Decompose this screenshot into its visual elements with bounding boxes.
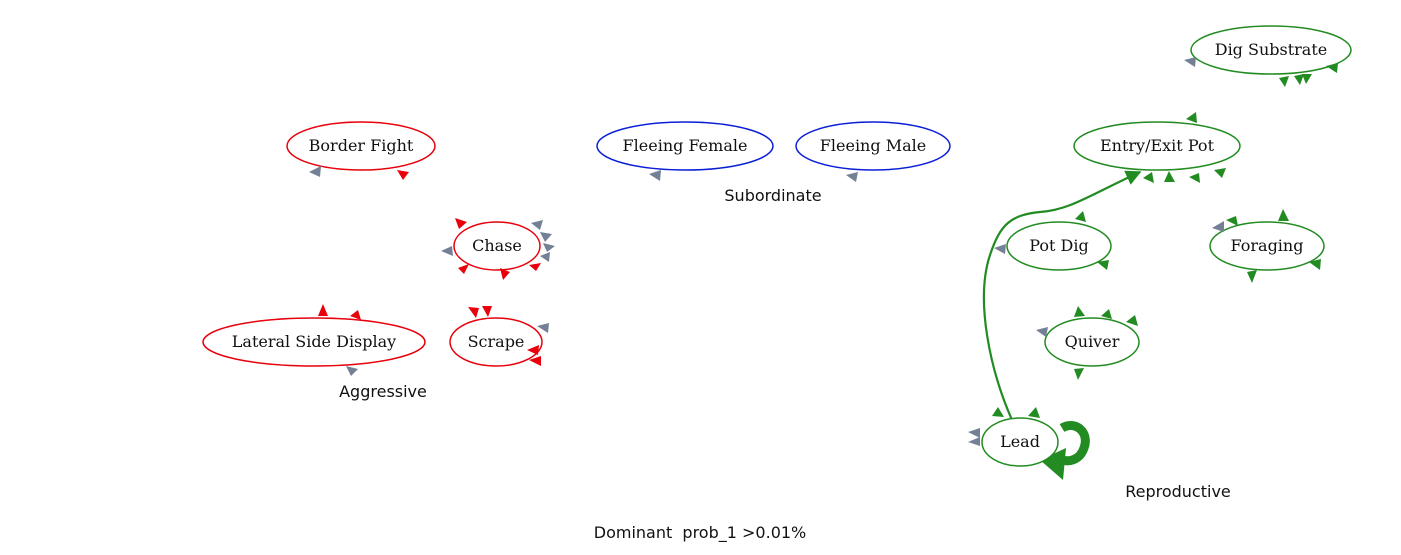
node-label: Foraging — [1231, 236, 1304, 255]
arrowhead-marker — [455, 218, 467, 229]
cluster-label-reproductive: Reproductive — [1125, 482, 1231, 501]
arrowhead-marker — [1028, 407, 1040, 418]
arrowhead-marker — [543, 243, 555, 252]
arrowhead-marker — [500, 268, 510, 280]
arrowhead-marker — [1097, 260, 1109, 270]
arrowhead-marker — [1326, 63, 1338, 73]
arrowhead-marker — [1278, 209, 1289, 221]
arrowhead-marker — [994, 244, 1006, 254]
node-fleeing-male[interactable]: Fleeing Male — [795, 121, 951, 171]
nodes: Border Fight Chase Lateral Side Display … — [202, 25, 1352, 467]
arrowhead-marker — [1302, 74, 1312, 84]
arrowhead-marker — [968, 437, 980, 446]
arrowhead-marker — [309, 166, 321, 177]
arrowhead-marker — [1184, 57, 1196, 67]
arrowhead-marker — [458, 264, 469, 274]
edges — [982, 170, 1142, 480]
node-dig-substrate[interactable]: Dig Substrate — [1190, 25, 1352, 75]
node-label: Fleeing Male — [820, 136, 926, 155]
arrowhead-marker — [529, 263, 541, 271]
arrowhead-marker — [1309, 259, 1321, 270]
arrowhead-marker — [468, 307, 479, 318]
arrowhead-marker — [540, 232, 552, 242]
diagram-caption: Dominant prob_1 >0.01% — [594, 523, 807, 543]
node-fleeing-female[interactable]: Fleeing Female — [596, 121, 774, 171]
arrowhead-marker — [1212, 221, 1224, 232]
arrowhead-marker — [1226, 216, 1238, 226]
cluster-label-aggressive: Aggressive — [339, 382, 427, 401]
node-lateral-side-display[interactable]: Lateral Side Display — [202, 317, 426, 367]
arrowhead-marker — [968, 428, 980, 438]
arrowhead-marker — [527, 345, 539, 355]
node-quiver[interactable]: Quiver — [1044, 317, 1140, 367]
node-label: Chase — [472, 236, 522, 255]
arrowhead-marker — [1189, 173, 1200, 183]
node-chase[interactable]: Chase — [453, 221, 541, 271]
arrowhead-marker — [1075, 211, 1086, 222]
arrowhead-marker — [1279, 76, 1289, 87]
arrowhead-marker — [1036, 327, 1048, 337]
arrowhead-marker — [649, 170, 661, 181]
node-label: Scrape — [468, 332, 525, 351]
node-label: Pot Dig — [1029, 236, 1088, 255]
arrowhead-marker — [441, 246, 453, 256]
node-label: Quiver — [1065, 332, 1120, 351]
node-pot-dig[interactable]: Pot Dig — [1006, 221, 1112, 271]
transition-markers — [309, 57, 1338, 446]
node-label: Lateral Side Display — [232, 332, 396, 351]
arrowhead-marker — [1143, 172, 1154, 183]
arrowhead-marker — [531, 220, 543, 230]
arrowhead-marker — [350, 310, 361, 320]
arrowhead-marker — [992, 407, 1004, 417]
arrowhead-marker — [846, 172, 858, 182]
cluster-label-subordinate: Subordinate — [724, 186, 821, 205]
arrowhead-marker — [1294, 74, 1304, 85]
node-label: Fleeing Female — [623, 136, 748, 155]
node-entry-exit-pot[interactable]: Entry/Exit Pot — [1073, 121, 1241, 171]
node-border-fight[interactable]: Border Fight — [286, 121, 436, 171]
node-label: Dig Substrate — [1215, 40, 1328, 59]
arrowhead-marker — [1126, 315, 1138, 326]
arrowhead-marker — [529, 356, 541, 366]
node-label: Lead — [1000, 432, 1040, 451]
node-scrape[interactable]: Scrape — [449, 317, 543, 367]
arrowhead-marker — [397, 170, 409, 180]
arrowhead-marker — [1186, 112, 1197, 123]
arrowhead-marker — [1164, 171, 1175, 182]
arrowhead-marker — [1101, 309, 1112, 319]
arrowhead-marker — [1247, 270, 1257, 283]
arrowhead-marker — [1214, 168, 1226, 178]
node-foraging[interactable]: Foraging — [1209, 221, 1325, 271]
arrowhead-marker — [346, 366, 358, 376]
arrowhead-marker — [1074, 368, 1084, 380]
arrowhead-marker — [482, 306, 492, 317]
edge-lead-to-entry-exit-pot — [982, 170, 1142, 421]
node-label: Border Fight — [309, 136, 414, 155]
arrowhead-marker — [1074, 306, 1085, 317]
arrowhead-marker — [537, 323, 549, 333]
arrowhead-marker — [540, 252, 550, 262]
node-lead[interactable]: Lead — [981, 417, 1059, 467]
node-label: Entry/Exit Pot — [1100, 136, 1215, 155]
arrowhead-marker — [318, 304, 328, 316]
edge-lead-self-loop — [1040, 421, 1090, 480]
